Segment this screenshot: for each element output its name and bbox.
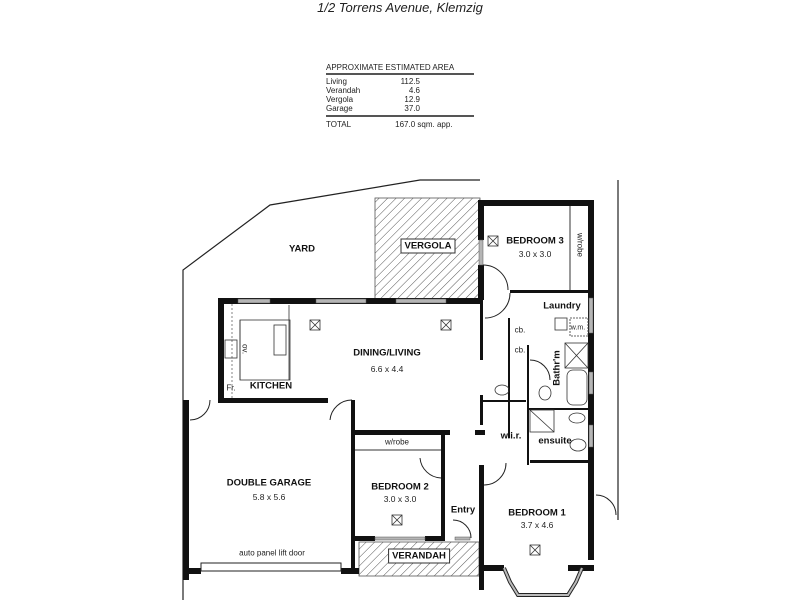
room-label-double-garage: DOUBLE GARAGE bbox=[226, 477, 312, 489]
room-dims-dining-living: 6.6 x 4.4 bbox=[370, 364, 404, 374]
area-label: Garage bbox=[326, 104, 353, 113]
area-table: APPROXIMATE ESTIMATED AREA Living 112.5 V… bbox=[326, 63, 474, 129]
area-value: 37.0 bbox=[404, 104, 420, 113]
room-label-bedroom1: BEDROOM 1 bbox=[508, 507, 566, 519]
room-label-entry: Entry bbox=[450, 504, 476, 516]
room-label-vergola: VERGOLA bbox=[400, 238, 456, 254]
property-address-title: 1/2 Torrens Avenue, Klemzig bbox=[317, 0, 483, 15]
room-label-ensuite: ensuite bbox=[538, 435, 572, 447]
room-label-verandah: VERANDAH bbox=[388, 548, 450, 564]
room-label-yard: YARD bbox=[288, 243, 316, 255]
area-table-heading: APPROXIMATE ESTIMATED AREA bbox=[326, 63, 474, 75]
bath-fixtures bbox=[494, 317, 589, 452]
room-label-bedroom3: BEDROOM 3 bbox=[506, 235, 564, 247]
area-value: 12.9 bbox=[404, 95, 420, 104]
garage-door bbox=[200, 562, 342, 572]
area-total-value: 167.0 sqm. app. bbox=[395, 120, 453, 129]
cupboard-label: cb. bbox=[514, 345, 526, 355]
area-value: 4.6 bbox=[408, 86, 420, 95]
area-label: Vergola bbox=[326, 95, 354, 104]
windows bbox=[237, 239, 594, 541]
room-dims-bedroom1: 3.7 x 4.6 bbox=[520, 520, 554, 530]
room-label-wir: w.i.r. bbox=[500, 430, 522, 442]
oven-label: ov. bbox=[240, 343, 250, 355]
cooktop bbox=[224, 339, 238, 359]
area-row-garage: Garage 37.0 bbox=[326, 104, 474, 113]
wardrobe-label-bedroom3: w/robe bbox=[575, 232, 585, 258]
room-label-laundry: Laundry bbox=[543, 300, 581, 312]
area-label: Verandah bbox=[326, 86, 361, 95]
boundary-fence bbox=[182, 179, 480, 600]
fridge-label: Fr. bbox=[226, 383, 236, 393]
area-value: 112.5 bbox=[400, 77, 420, 86]
room-label-bathroom: Bathr'm bbox=[551, 350, 563, 386]
washing-machine-label: w.m. bbox=[570, 324, 586, 332]
area-row-total: TOTAL 167.0 sqm. app. bbox=[326, 115, 474, 129]
area-row-living: Living 112.5 bbox=[326, 77, 474, 86]
light-symbols bbox=[309, 235, 541, 556]
room-label-bedroom2: BEDROOM 2 bbox=[371, 481, 429, 493]
area-label: Living bbox=[326, 77, 347, 86]
area-row-vergola: Vergola 12.9 bbox=[326, 95, 474, 104]
door-swings bbox=[189, 264, 617, 539]
area-row-verandah: Verandah 4.6 bbox=[326, 86, 474, 95]
room-label-dining-living: DINING/LIVING bbox=[353, 347, 421, 359]
area-total-label: TOTAL bbox=[326, 120, 352, 129]
room-dims-bedroom2: 3.0 x 3.0 bbox=[383, 494, 417, 504]
garage-door-label: auto panel lift door bbox=[239, 548, 305, 558]
wardrobe-label-bedroom2: w/robe bbox=[384, 437, 410, 447]
sink bbox=[273, 324, 287, 356]
room-dims-bedroom3: 3.0 x 3.0 bbox=[518, 249, 552, 259]
room-dims-double-garage: 5.8 x 5.6 bbox=[252, 492, 286, 502]
room-label-kitchen: KITCHEN bbox=[249, 380, 293, 392]
cupboard-label: cb. bbox=[514, 325, 526, 335]
